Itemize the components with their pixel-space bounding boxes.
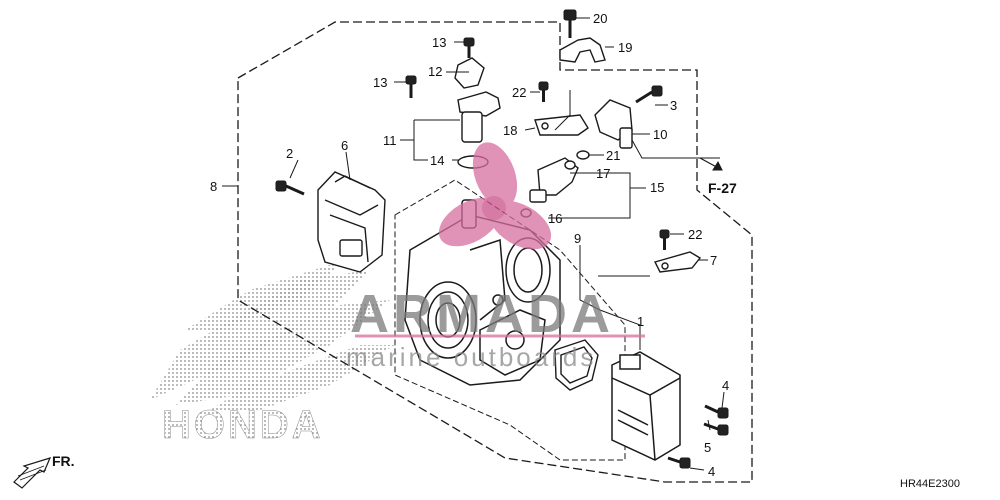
callout-20: 20 bbox=[593, 11, 607, 26]
callout-6: 6 bbox=[341, 138, 348, 153]
callout-10: 10 bbox=[653, 127, 667, 142]
callout-12: 12 bbox=[428, 64, 442, 79]
part-15-injector bbox=[520, 150, 590, 218]
callout-3: 3 bbox=[670, 98, 677, 113]
callout-4b: 4 bbox=[708, 464, 715, 479]
diagram-code: HR44E2300 bbox=[900, 478, 960, 490]
callout-15: 15 bbox=[650, 180, 664, 195]
part-18-bracket bbox=[534, 114, 589, 136]
callout-13a: 13 bbox=[432, 35, 446, 50]
part-gasket bbox=[554, 339, 599, 391]
frame-reference: F-27 bbox=[708, 180, 737, 196]
part-13-screws bbox=[405, 37, 475, 98]
part-20-bolt bbox=[563, 9, 577, 38]
callout-22b: 22 bbox=[688, 227, 702, 242]
callout-22a: 22 bbox=[512, 85, 526, 100]
callout-13b: 13 bbox=[373, 75, 387, 90]
part-19-clamp bbox=[559, 37, 606, 63]
callout-16: 16 bbox=[548, 211, 562, 226]
part-10-regulator bbox=[594, 99, 633, 149]
part-1-sensor-unit bbox=[611, 351, 681, 461]
f27-arrow bbox=[699, 157, 723, 171]
callout-11: 11 bbox=[383, 133, 397, 148]
honda-wing-logo bbox=[150, 260, 395, 410]
callout-21: 21 bbox=[606, 148, 620, 163]
front-direction-arrow bbox=[13, 457, 52, 489]
callout-18: 18 bbox=[503, 123, 517, 138]
callout-8: 8 bbox=[210, 179, 217, 194]
part-3-bolt bbox=[635, 85, 663, 104]
callout-4a: 4 bbox=[722, 378, 729, 393]
part-22-bolts bbox=[538, 81, 670, 250]
assembly-boundary bbox=[237, 21, 753, 483]
callout-2: 2 bbox=[286, 146, 293, 161]
callout-19: 19 bbox=[618, 40, 632, 55]
part-2-bolt bbox=[275, 180, 305, 196]
part-7-bracket bbox=[653, 251, 702, 273]
callout-7: 7 bbox=[710, 253, 717, 268]
throttle-body bbox=[404, 199, 561, 386]
watermark-propeller-icon bbox=[438, 142, 552, 250]
watermark: ARMADA marine outboards bbox=[346, 142, 645, 372]
part-4-5-screws bbox=[667, 404, 729, 469]
callout-5: 5 bbox=[704, 440, 711, 455]
watermark-subtitle: marine outboards bbox=[346, 342, 596, 372]
honda-brand-text: HONDA bbox=[162, 403, 324, 447]
callout-17: 17 bbox=[596, 166, 610, 181]
callout-labels: 1 2 3 4 4 5 6 7 8 9 10 11 12 13 13 14 15… bbox=[210, 11, 729, 479]
callout-9: 9 bbox=[574, 231, 581, 246]
part-6-cover bbox=[317, 171, 386, 273]
front-direction-label: FR. bbox=[52, 453, 75, 469]
watermark-title: ARMADA bbox=[350, 284, 614, 344]
callout-14: 14 bbox=[430, 153, 444, 168]
leader-lines bbox=[222, 17, 725, 471]
callout-1: 1 bbox=[637, 314, 644, 329]
